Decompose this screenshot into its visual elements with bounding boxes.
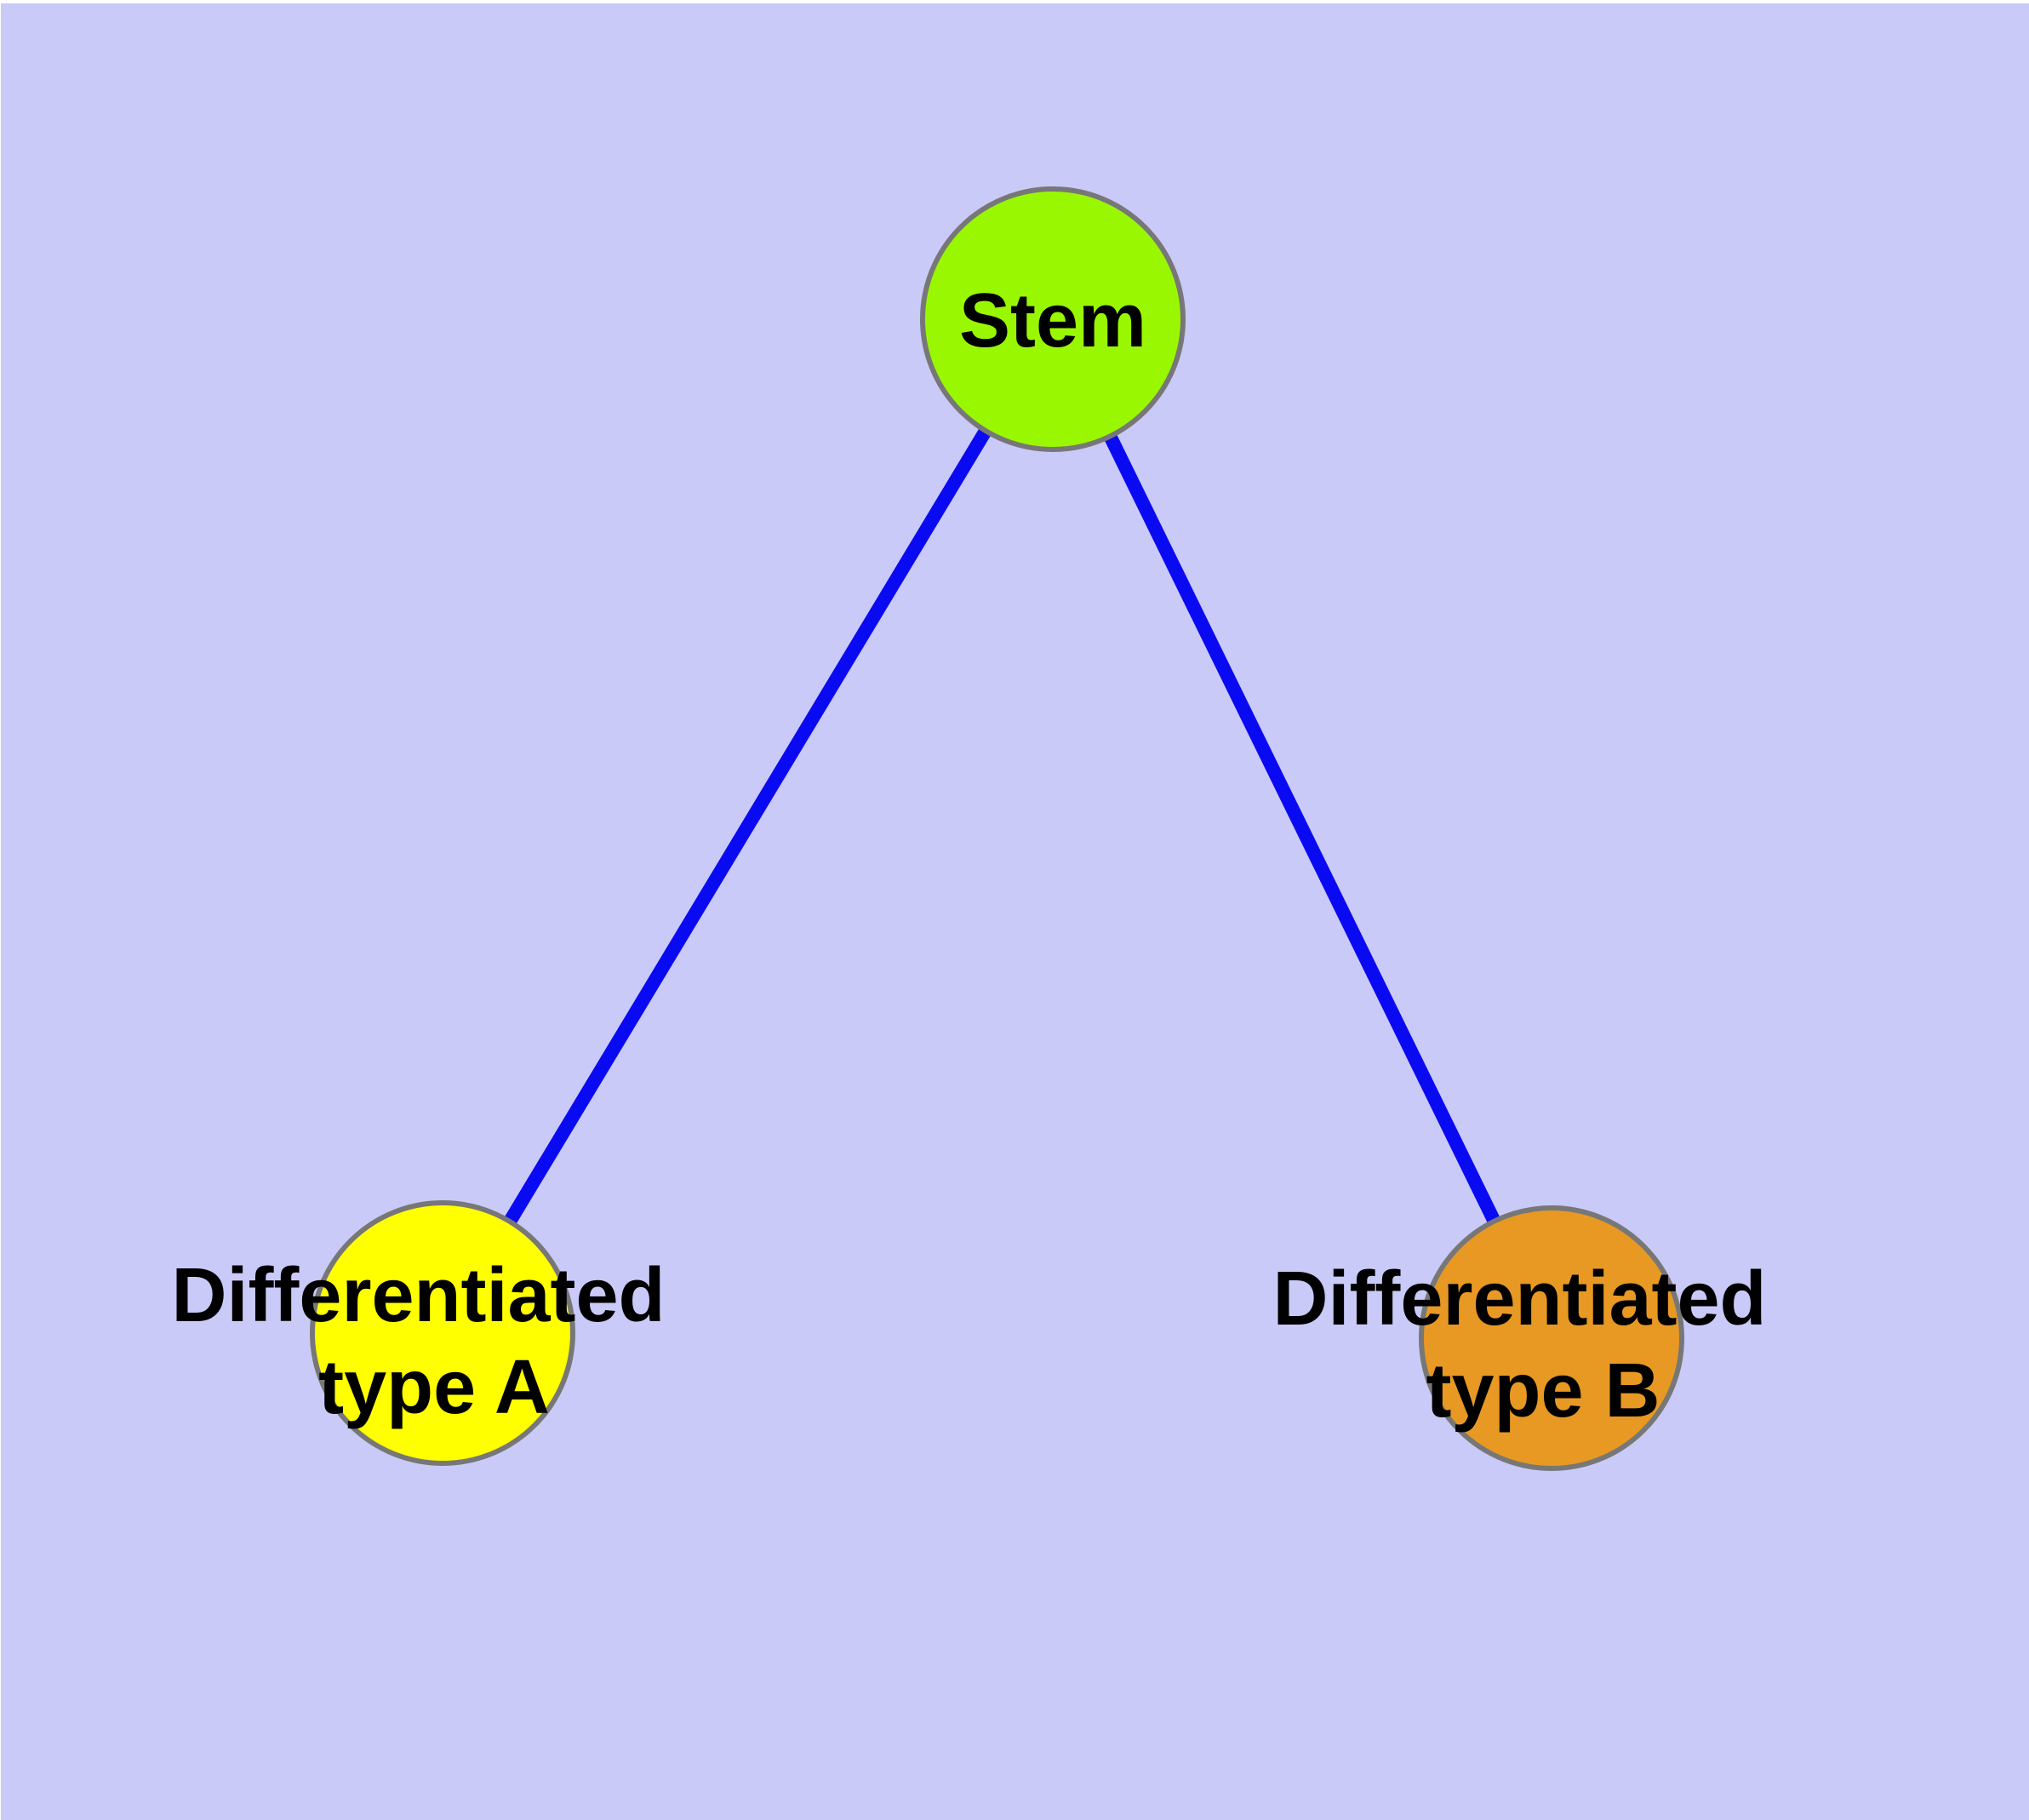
stem-node-label: Stem	[959, 278, 1146, 363]
type-b-node-circle	[1419, 1205, 1684, 1471]
type-a-label-line-1: Differentiated	[171, 1253, 665, 1338]
type-a-label-line-2: type A	[318, 1345, 550, 1430]
type-a-node-circle	[310, 1200, 575, 1466]
node-stem: Stem	[920, 186, 1186, 452]
edge-stem-to-type-a	[437, 315, 1059, 1337]
node-type-b: Differentiated type B	[1272, 1205, 1787, 1471]
edges	[437, 315, 1558, 1342]
stem-node-circle	[920, 186, 1186, 452]
type-a-node-label: Differentiated type A	[171, 1253, 686, 1430]
node-type-a: Differentiated type A	[171, 1200, 686, 1466]
type-b-label-line-1: Differentiated	[1272, 1256, 1766, 1342]
type-b-node-label: Differentiated type B	[1272, 1256, 1787, 1434]
edge-stem-to-type-b	[1046, 316, 1558, 1342]
type-b-label-line-2: type B	[1426, 1348, 1660, 1434]
